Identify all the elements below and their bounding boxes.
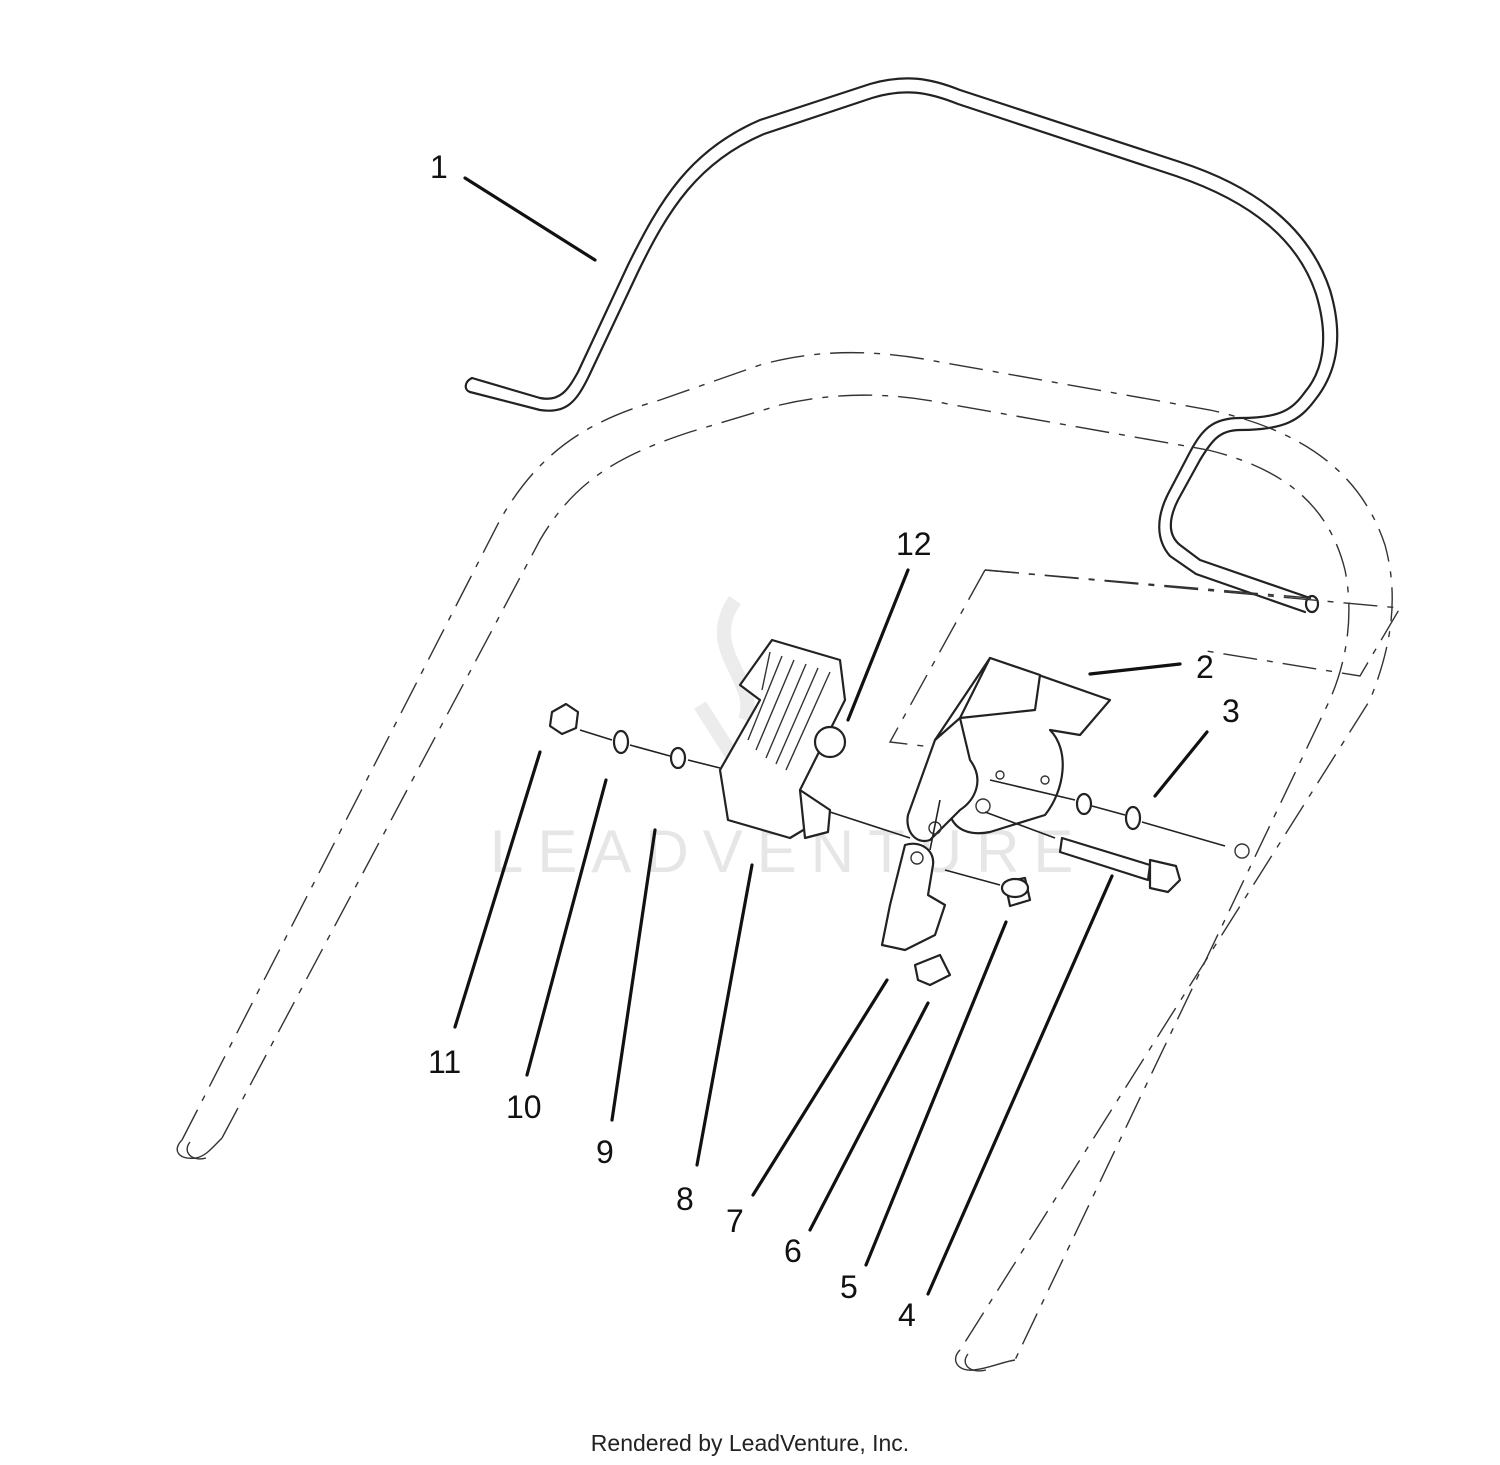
footer-credit: Rendered by LeadVenture, Inc. [591, 1430, 909, 1456]
callout-2: 2 [1196, 649, 1214, 685]
callout-12: 12 [896, 526, 932, 562]
washer-part-a [1075, 792, 1093, 816]
flat-washer-part [612, 729, 630, 755]
hex-nut-part [548, 702, 580, 736]
callout-1: 1 [430, 149, 448, 185]
o-ring-part [813, 725, 847, 759]
leader-lines [453, 176, 1209, 1296]
callout-4: 4 [898, 1297, 916, 1333]
latch-part [880, 842, 947, 952]
spacer-part [1000, 876, 1032, 908]
lower-handle-phantom [176, 351, 1393, 1372]
assembly-axis [579, 729, 1226, 886]
callout-5: 5 [840, 1269, 858, 1305]
callout-3: 3 [1222, 693, 1240, 729]
bolt-part [1058, 836, 1182, 894]
lock-washer-part [669, 746, 687, 770]
lever-pedal-part [718, 638, 847, 840]
hole-indicator [1234, 843, 1250, 859]
callout-7: 7 [726, 1203, 744, 1239]
callout-10: 10 [506, 1089, 542, 1125]
spring-clip-part [913, 953, 952, 987]
callout-9: 9 [596, 1134, 614, 1170]
callout-6: 6 [784, 1233, 802, 1269]
washer-part-b [1124, 805, 1142, 831]
mounting-plate-phantom [888, 569, 1402, 749]
callout-8: 8 [676, 1181, 694, 1217]
callout-labels: 1 2 3 4 5 6 7 8 9 10 11 12 [428, 149, 1240, 1333]
callout-11: 11 [428, 1044, 461, 1080]
upper-handle-tube [464, 77, 1339, 614]
